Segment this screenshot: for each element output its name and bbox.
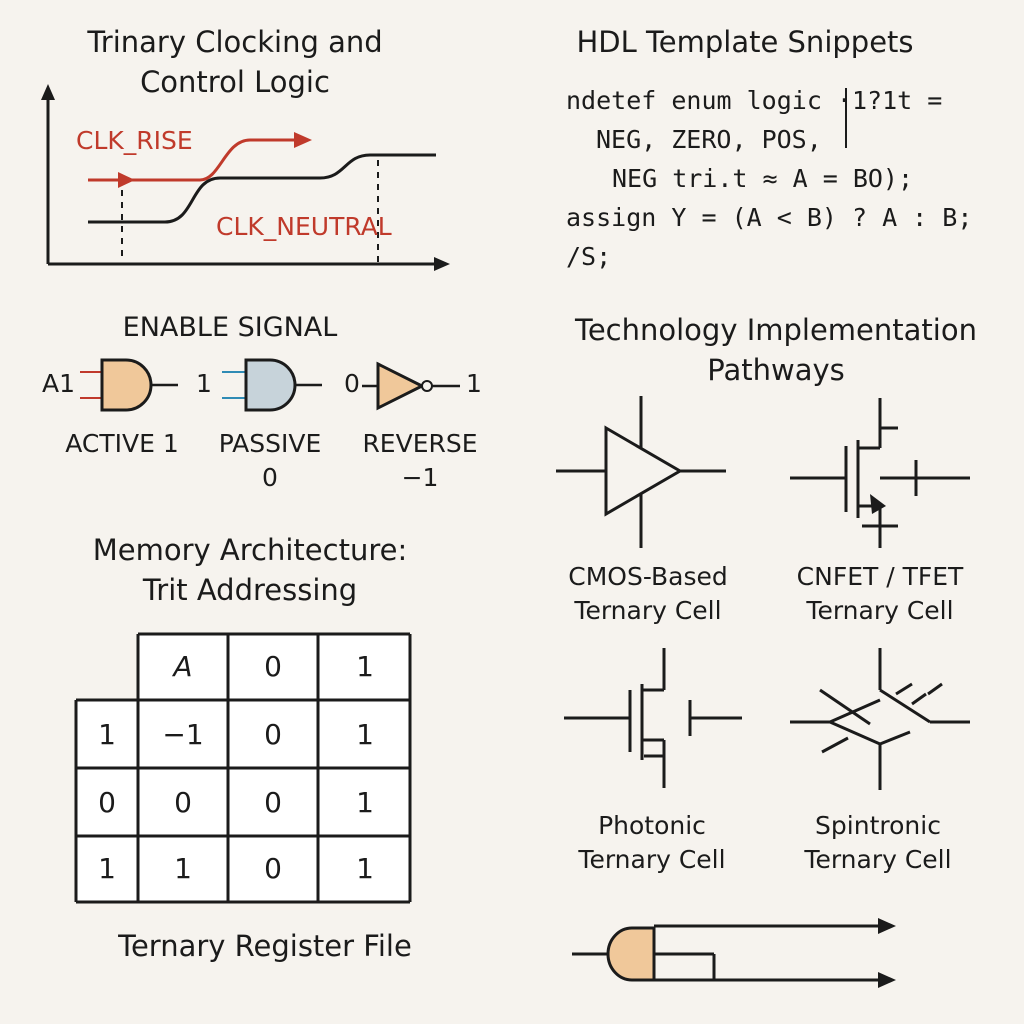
memory-row-address: 1 [98, 852, 116, 885]
gate-reverse-input: 0 [344, 369, 360, 398]
clk-neutral-label: CLK_NEUTRAL [216, 212, 392, 241]
memory-row-address: 1 [98, 718, 116, 751]
memory-header-cell: A [173, 650, 193, 683]
clk-rise-label: CLK_RISE [76, 126, 193, 155]
memory-header-cell: 1 [356, 650, 374, 683]
tech-cmos-line2: Ternary Cell [574, 596, 722, 625]
technology-title-line2: Pathways [707, 353, 845, 387]
clock-axes [41, 84, 450, 271]
memory-header-cell: 0 [264, 650, 282, 683]
tech-cmos-line1: CMOS-Based [568, 562, 728, 591]
hdl-line-2: NEG, ZERO, POS, [596, 125, 822, 154]
cnfet-arrow-icon [870, 494, 886, 514]
hdl-line-3: NEG tri.t ≈ A = BO); [612, 164, 914, 193]
spintronic-symbol [790, 648, 970, 790]
gate-reverse-value: −1 [401, 463, 439, 492]
clocking-title-line2: Control Logic [140, 65, 330, 99]
clk-neutral-waveform [88, 153, 436, 224]
memory-cell: 0 [174, 786, 192, 819]
cnfet-transistor-symbol [790, 398, 970, 548]
photonic-transistor-symbol [564, 648, 742, 788]
gate-active-label: ACTIVE 1 [65, 429, 179, 458]
tech-cnfet-line1: CNFET / TFET [796, 562, 964, 591]
tech-spintronic-line1: Spintronic [815, 811, 941, 840]
clk-rise-arrow-1 [118, 172, 135, 188]
memory-cell: 0 [264, 786, 282, 819]
hdl-line-1: ndetef enum logic ·1?1t = [566, 86, 943, 115]
and-gate-passive [222, 358, 322, 412]
hdl-line-5: /S; [566, 242, 612, 271]
cmos-buffer-symbol [556, 396, 726, 548]
gate-active-input: A1 [42, 369, 76, 398]
memory-title-line2: Trit Addressing [142, 573, 358, 607]
clk-rise-arrow-2 [294, 132, 312, 148]
tech-photonic-line1: Photonic [598, 811, 706, 840]
memory-cell: 0 [264, 852, 282, 885]
register-file-caption: Ternary Register File [118, 929, 412, 963]
arrow-right-icon [878, 972, 896, 988]
memory-cell: 1 [174, 852, 192, 885]
arrow-right-icon [878, 918, 896, 934]
gate-reverse-output: 1 [466, 369, 482, 398]
tech-photonic-line2: Ternary Cell [578, 845, 726, 874]
gate-reverse-label: REVERSE [362, 429, 478, 458]
not-gate-reverse [362, 361, 460, 411]
gate-passive-value: 0 [262, 463, 278, 492]
memory-title-line1: Memory Architecture: [92, 533, 408, 567]
hdl-line-4: assign Y = (A < B) ? A : B; [566, 203, 973, 232]
memory-cell: 1 [356, 786, 374, 819]
clk-rise-waveform [88, 138, 305, 182]
technology-title-line1: Technology Implementation [575, 313, 977, 347]
memory-row-address: 0 [98, 786, 116, 819]
tech-cnfet-line2: Ternary Cell [806, 596, 954, 625]
gate-passive-label: PASSIVE [218, 429, 322, 458]
hdl-title: HDL Template Snippets [576, 25, 914, 59]
memory-cell: 1 [356, 852, 374, 885]
and-gate-active [80, 358, 178, 412]
gate-passive-input: 1 [196, 369, 212, 398]
memory-cell: 1 [356, 718, 374, 751]
memory-cell: 0 [264, 718, 282, 751]
clocking-title-line1: Trinary Clocking and [87, 25, 383, 59]
memory-cell: −1 [162, 718, 204, 751]
tech-spintronic-line2: Ternary Cell [804, 845, 952, 874]
enable-title: ENABLE SIGNAL [122, 312, 338, 343]
